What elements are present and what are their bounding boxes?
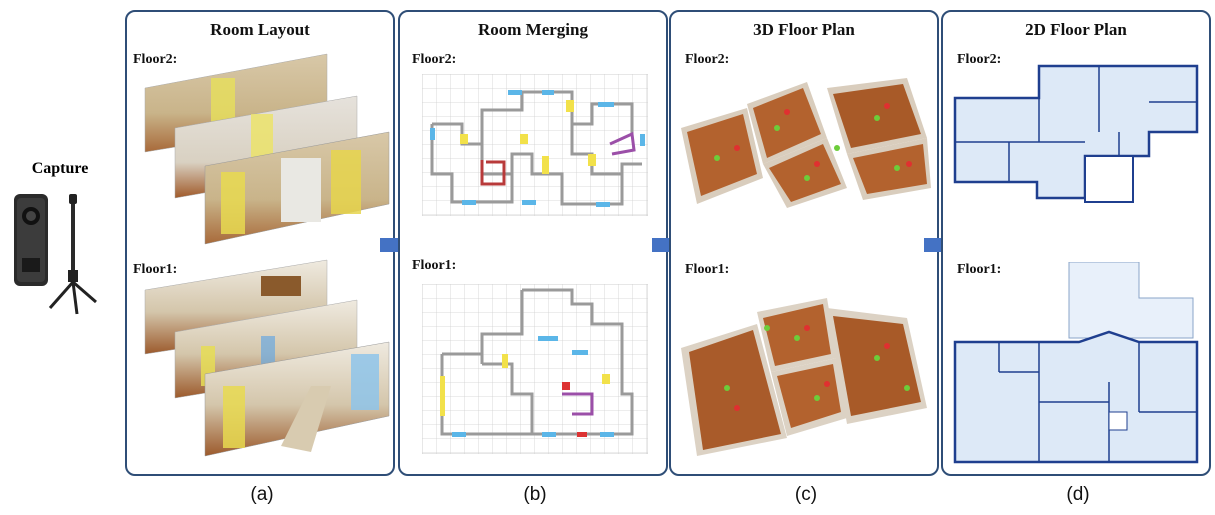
caption-b: (b): [523, 484, 547, 505]
merged-rooms-floor2: [422, 74, 648, 216]
capture-label: Capture: [31, 160, 89, 177]
panel-title: Room Layout: [210, 20, 310, 39]
panorama-stack-floor2: [144, 53, 390, 245]
panel-title: Room Merging: [477, 20, 588, 39]
panel-title: 2D Floor Plan: [1025, 20, 1127, 39]
camera-icon: [14, 194, 48, 286]
panel-3d-floor-plan: 3D Floor Plan Floor2: Floor1: (c): [669, 10, 939, 505]
floor1-label: Floor1:: [685, 262, 730, 277]
panel-title: 3D Floor Plan: [753, 20, 855, 39]
panorama-stack-floor1: [144, 259, 390, 457]
2d-plan-floor2: [953, 64, 1199, 203]
capture-section: Capture: [0, 0, 120, 515]
floor2-label: Floor2:: [957, 52, 1002, 67]
floor2-label: Floor2:: [412, 52, 457, 67]
3d-model-floor1: [681, 298, 927, 456]
2d-plan-floor1: [953, 262, 1199, 464]
caption-d: (d): [1066, 484, 1090, 505]
caption-c: (c): [794, 484, 818, 505]
merged-rooms-floor1: [422, 284, 648, 454]
floor2-label: Floor2:: [133, 52, 178, 67]
panel-room-merging: Room Merging Floor2: Floor1:: [398, 10, 668, 505]
floor2-label: Floor2:: [685, 52, 730, 67]
tripod-icon: [48, 194, 97, 315]
floor1-label: Floor1:: [412, 258, 457, 273]
floor1-label: Floor1:: [133, 262, 178, 277]
floor1-label: Floor1:: [957, 262, 1002, 277]
panel-room-layout: Room Layout Floor2: Floor1:: [125, 10, 395, 505]
3d-model-floor2: [681, 78, 931, 208]
caption-a: (a): [250, 484, 274, 505]
panel-2d-floor-plan: 2D Floor Plan Floor2: Floor1: (d): [941, 10, 1211, 505]
